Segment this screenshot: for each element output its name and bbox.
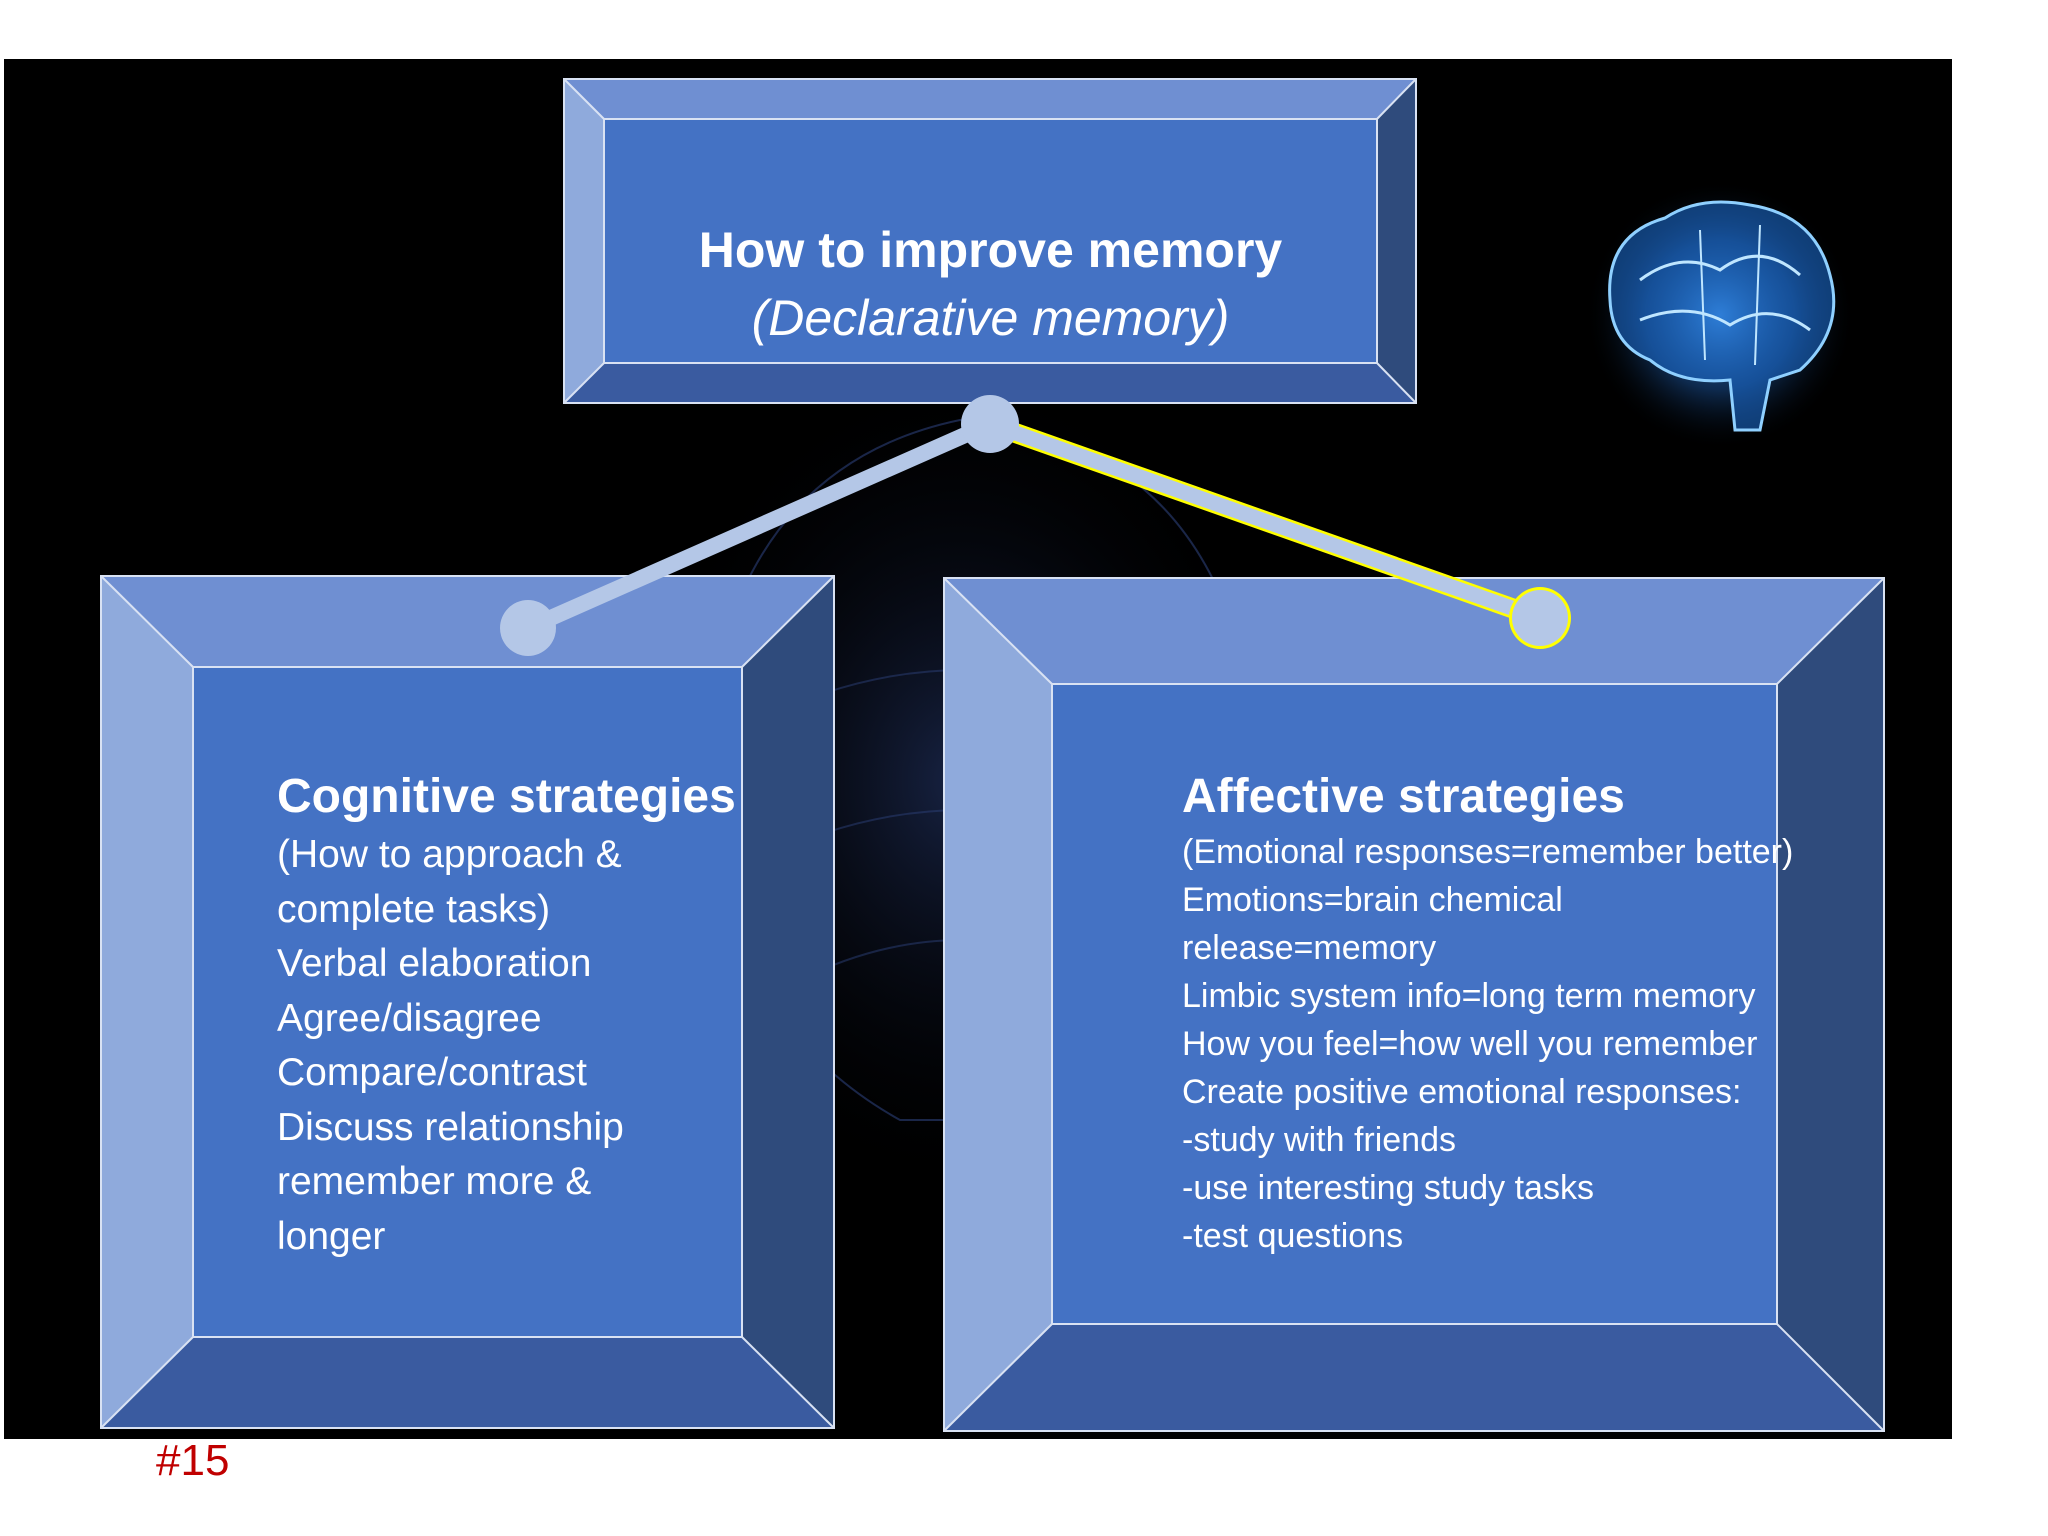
cognitive-line: Agree/disagree — [277, 996, 542, 1040]
cognitive-line: Compare/contrast — [277, 1051, 587, 1094]
affective-line: -study with friends — [1182, 1121, 1456, 1159]
affective-text-block: Affective strategies (Emotional response… — [1182, 766, 1793, 1260]
cognitive-line: complete tasks) — [277, 887, 551, 931]
affective-heading: Affective strategies — [1182, 770, 1625, 823]
affective-line: release=memory — [1182, 929, 1437, 967]
title-text-block: How to improve memory (Declarative memor… — [604, 216, 1377, 352]
affective-line: (Emotional responses=remember better) — [1182, 833, 1794, 871]
connector-right[interactable] — [980, 414, 1571, 649]
cognitive-heading: Cognitive strategies — [277, 770, 736, 823]
affective-line: How you feel=how well you remember — [1182, 1025, 1758, 1063]
diagram-title: How to improve memory — [698, 222, 1283, 278]
cognitive-line: Discuss relationship — [277, 1105, 624, 1149]
cognitive-text-block: Cognitive strategies (How to approach & … — [277, 766, 736, 1264]
cognitive-line: (How to approach & — [277, 833, 622, 876]
brain-icon — [1585, 180, 1855, 450]
cognitive-line: remember more & — [277, 1160, 592, 1203]
title-box — [563, 78, 1417, 404]
connector-left[interactable] — [500, 416, 998, 656]
slide-number: #15 — [156, 1436, 230, 1485]
connector-origin-node[interactable] — [961, 395, 1019, 453]
cognitive-box — [100, 575, 835, 1429]
diagram-subtitle: (Declarative memory) — [751, 290, 1230, 346]
cognitive-line: longer — [277, 1214, 386, 1258]
cognitive-line: Verbal elaboration — [277, 942, 592, 985]
affective-box — [943, 577, 1885, 1432]
affective-line: -test questions — [1182, 1217, 1404, 1255]
affective-line: Create positive emotional responses: — [1182, 1073, 1742, 1111]
affective-line: Emotions=brain chemical — [1182, 881, 1563, 919]
affective-line: Limbic system info=long term memory — [1182, 977, 1756, 1015]
affective-line: -use interesting study tasks — [1182, 1169, 1594, 1207]
